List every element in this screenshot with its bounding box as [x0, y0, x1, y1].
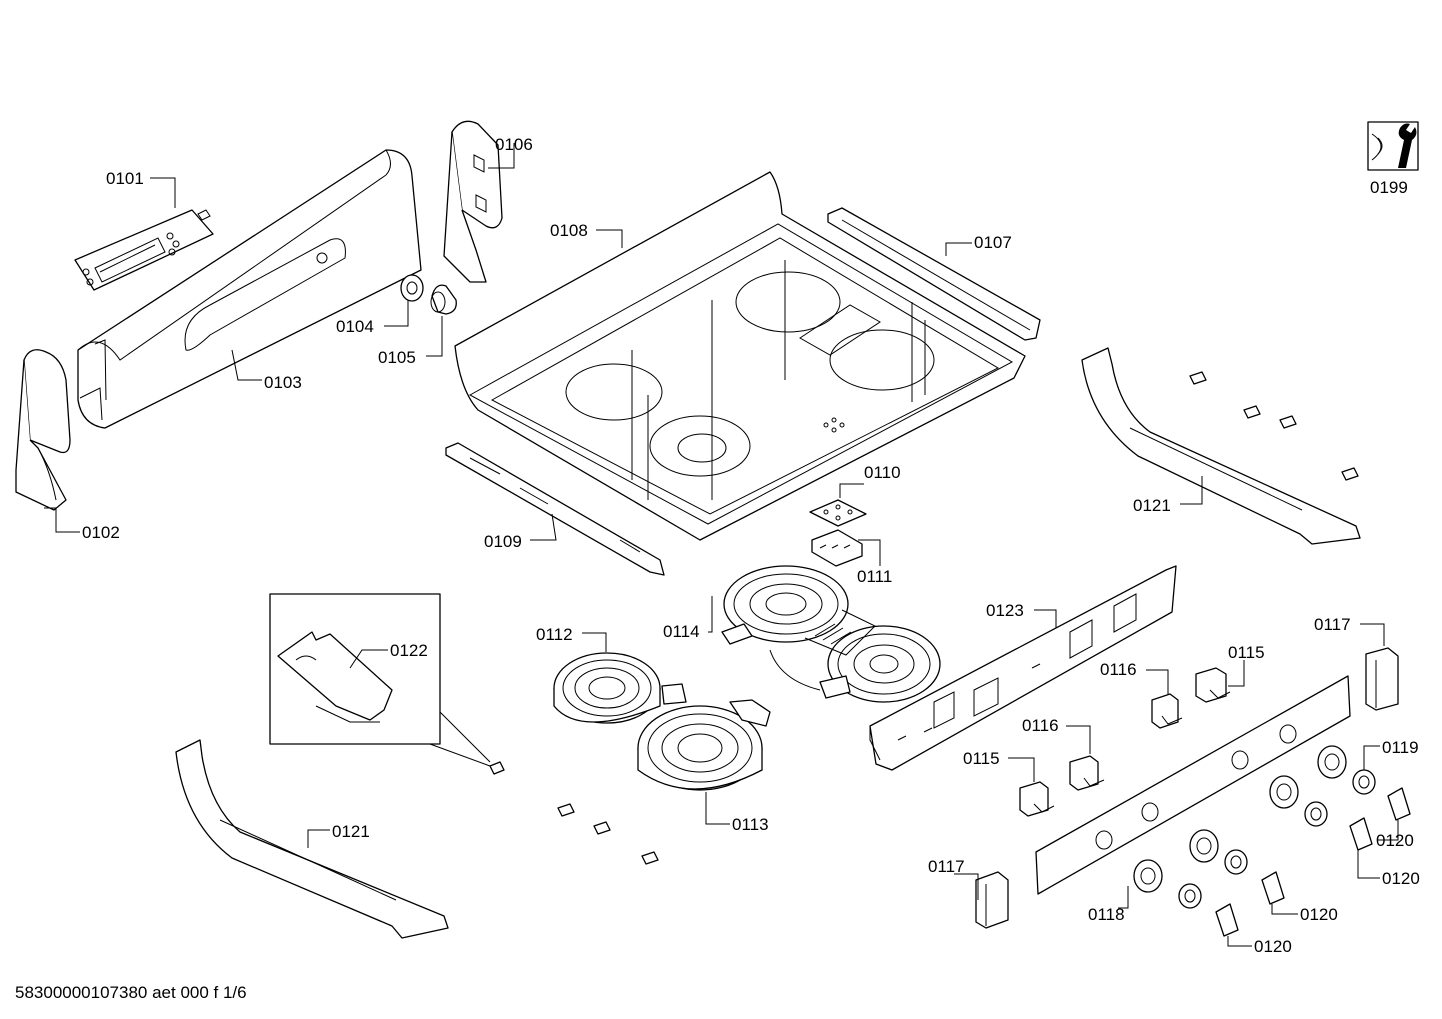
- label-0106: 0106: [495, 135, 533, 154]
- part-end-cover-right: [1365, 647, 1399, 711]
- label-0122: 0122: [390, 641, 428, 660]
- label-0111: 0111: [857, 567, 892, 586]
- label-0104: 0104: [336, 317, 374, 336]
- part-heating-element-small: [553, 652, 687, 724]
- label-0120-a: 0120: [1376, 831, 1414, 850]
- label-0120-c: 0120: [1300, 905, 1338, 924]
- part-glass-cooktop: [454, 171, 1026, 541]
- label-0103: 0103: [264, 373, 302, 392]
- label-0121-a: 0121: [1133, 496, 1171, 515]
- label-0116-b: 0116: [1022, 716, 1059, 735]
- detail-inset-box: [269, 593, 491, 767]
- part-clips-right: [1189, 371, 1359, 481]
- part-front-rail: [445, 442, 665, 576]
- label-0115-a: 0115: [1228, 643, 1265, 662]
- label-0115-b: 0115: [963, 749, 1000, 768]
- label-0117-a: 0117: [1314, 615, 1351, 634]
- label-0101: 0101: [106, 169, 144, 188]
- label-0109: 0109: [484, 532, 522, 551]
- label-0107: 0107: [974, 233, 1012, 252]
- drawing-number: 58300000107380 aet 000 f 1/6: [15, 983, 247, 1002]
- part-knob: [430, 284, 457, 315]
- label-0199: 0199: [1370, 178, 1408, 197]
- part-heating-element-large: [637, 699, 771, 791]
- part-switch-0116-top: [1151, 693, 1183, 729]
- part-switch-0115-top: [1195, 667, 1231, 703]
- part-dual-heating-element: [721, 565, 941, 703]
- part-side-trim: [15, 349, 71, 511]
- wrench-nut-icon: [1367, 121, 1419, 171]
- label-0118: 0118: [1088, 905, 1125, 924]
- part-sensor-module: [811, 529, 863, 567]
- part-side-rail-right: [1081, 347, 1361, 545]
- label-0102: 0102: [82, 523, 120, 542]
- label-0108: 0108: [550, 221, 588, 240]
- label-0113: 0113: [732, 815, 769, 834]
- label-0119: 0119: [1382, 738, 1419, 757]
- part-touch-overlay: [809, 499, 867, 527]
- label-0116-a: 0116: [1100, 660, 1137, 679]
- label-0114: 0114: [663, 622, 700, 641]
- label-0110: 0110: [864, 463, 901, 482]
- label-0120-b: 0120: [1382, 869, 1420, 888]
- part-back-panel: [77, 149, 422, 429]
- label-0105: 0105: [378, 348, 416, 367]
- part-control-board: [74, 209, 214, 291]
- part-end-cap: [443, 120, 503, 283]
- label-0123: 0123: [986, 601, 1024, 620]
- part-control-panel-fascia: [1035, 675, 1351, 895]
- label-0117-b: 0117: [928, 857, 965, 876]
- part-control-bracket: [869, 565, 1177, 771]
- part-rear-rail: [827, 207, 1041, 341]
- label-0112: 0112: [536, 625, 573, 644]
- part-end-cover-left: [975, 871, 1009, 929]
- part-knobs: [1133, 745, 1411, 937]
- label-0121-b: 0121: [332, 822, 370, 841]
- part-side-rail-left: [175, 739, 449, 939]
- part-switch-0115-bottom: [1019, 781, 1055, 817]
- part-switch-0116-bottom: [1069, 755, 1105, 791]
- part-knob-bezel: [400, 274, 424, 302]
- label-0120-d: 0120: [1254, 937, 1292, 956]
- part-clips-left: [489, 761, 659, 865]
